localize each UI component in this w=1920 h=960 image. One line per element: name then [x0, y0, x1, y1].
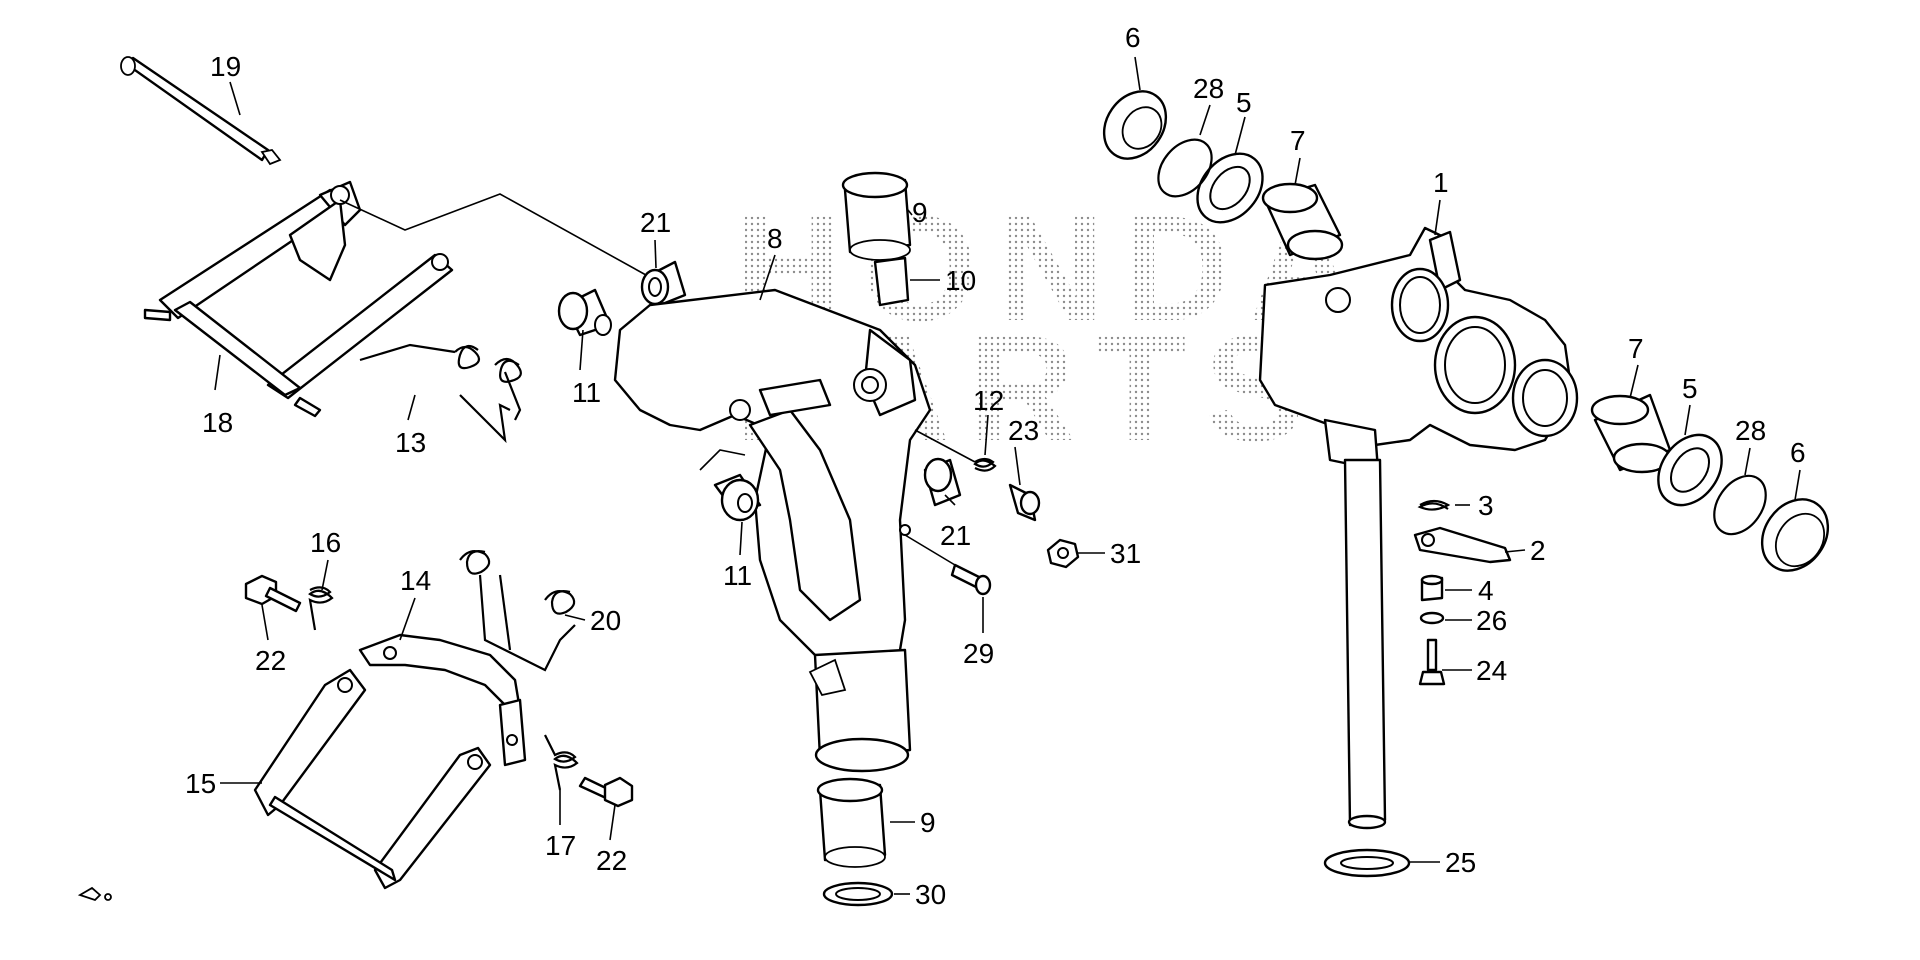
callout-25: 25	[1445, 847, 1476, 878]
part-7-bushing-lower	[1590, 393, 1672, 474]
part-5-washer-lower	[1657, 433, 1723, 507]
callout-22-lower: 22	[596, 845, 627, 876]
callout-labels: 19 18 13 21 11 9 10 8 12 23 21 11 31 29 …	[185, 22, 1806, 910]
callout-22-upper: 22	[255, 645, 286, 676]
part-23-bolt	[1008, 483, 1041, 522]
callout-20: 20	[590, 605, 621, 636]
callout-2: 2	[1530, 535, 1546, 566]
callout-5-upper: 5	[1236, 87, 1252, 118]
callout-7-upper: 7	[1290, 125, 1306, 156]
callout-11-lower: 11	[723, 560, 752, 591]
callout-9-upper: 9	[912, 197, 928, 228]
leader-19-21	[339, 193, 656, 281]
part-14-bracket	[358, 633, 527, 767]
callout-29: 29	[963, 638, 994, 669]
callout-31: 31	[1110, 538, 1141, 569]
callout-28-lower: 28	[1735, 415, 1766, 446]
part-19-pin	[120, 56, 282, 166]
callout-21-lower: 21	[940, 520, 971, 551]
callout-9-lower: 9	[920, 807, 936, 838]
leader-12	[914, 429, 976, 463]
callout-14: 14	[400, 565, 431, 596]
callout-19: 19	[210, 51, 241, 82]
part-11-bushing-lower	[699, 449, 762, 522]
part-22-bolt-upper	[244, 574, 302, 613]
part-13-spring	[359, 343, 522, 444]
part-1-stern-bracket	[1258, 226, 1579, 830]
callout-30: 30	[915, 879, 946, 910]
callout-15: 15	[185, 768, 216, 799]
part-21-bushing-lower	[923, 457, 962, 507]
callout-17: 17	[545, 830, 576, 861]
part-25-washer	[1323, 848, 1411, 878]
callout-11-upper: 11	[572, 377, 601, 408]
callout-28-upper: 28	[1193, 73, 1224, 104]
callout-4: 4	[1478, 575, 1494, 606]
part-6-cap-lower	[1760, 498, 1830, 572]
callout-23: 23	[1008, 415, 1039, 446]
callout-16: 16	[310, 527, 341, 558]
part-11-bushing-upper	[557, 288, 612, 337]
part-16-spring	[308, 586, 334, 631]
part-26-washer	[1419, 611, 1445, 625]
part-12-spring-washer	[973, 457, 997, 472]
part-21-bushing-upper	[640, 260, 687, 307]
part-9-sleeve-lower	[816, 777, 887, 868]
part-30-ring	[822, 881, 894, 907]
part-18-frame	[143, 180, 454, 418]
part-3-spring	[1417, 499, 1451, 511]
part-4-collar	[1420, 574, 1444, 602]
part-7-bushing-upper	[1261, 182, 1344, 261]
part-20-spring	[459, 549, 576, 672]
part-28-circlip-upper	[1157, 138, 1213, 198]
edge-mark	[77, 886, 102, 902]
callout-18: 18	[202, 407, 233, 438]
part-9-sleeve-upper	[841, 171, 912, 261]
part-17-spring	[544, 734, 579, 791]
part-31-nut	[1046, 538, 1080, 569]
part-22-bolt-lower	[578, 776, 634, 808]
callout-6-upper: 6	[1125, 22, 1141, 53]
part-2-lever	[1413, 526, 1512, 564]
callout-21-upper: 21	[640, 207, 671, 238]
part-28-circlip-lower	[1713, 474, 1767, 536]
part-15-handle-frame	[253, 668, 492, 890]
callout-1: 1	[1433, 167, 1449, 198]
part-5-washer-upper	[1196, 152, 1264, 224]
callout-3: 3	[1478, 490, 1494, 521]
callout-8: 8	[767, 223, 783, 254]
callout-10: 10	[945, 265, 976, 296]
part-29-bolt	[904, 534, 992, 596]
edge-dot	[104, 893, 112, 901]
callout-5-lower: 5	[1682, 373, 1698, 404]
callout-26: 26	[1476, 605, 1507, 636]
part-10-shim	[873, 256, 910, 307]
leader-lines	[214, 56, 1801, 895]
callout-24: 24	[1476, 655, 1507, 686]
part-24-bolt	[1418, 638, 1446, 686]
part-6-cap-upper	[1102, 90, 1168, 160]
part-8-swivel-case	[613, 288, 932, 773]
callout-7-lower: 7	[1628, 333, 1644, 364]
callout-12: 12	[973, 385, 1004, 416]
callout-13: 13	[395, 427, 426, 458]
callout-6-lower: 6	[1790, 437, 1806, 468]
